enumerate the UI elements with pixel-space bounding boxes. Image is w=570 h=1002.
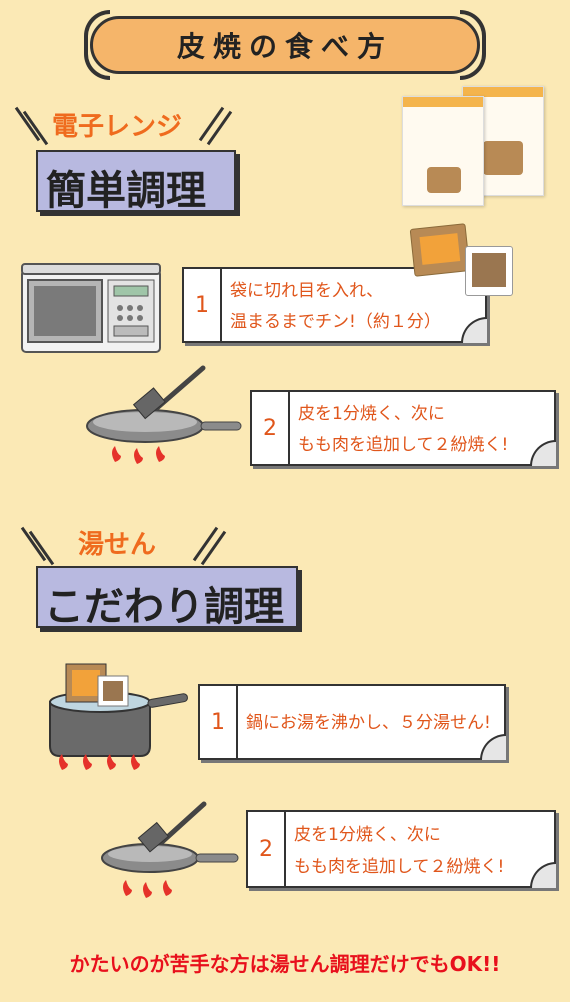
step-text-line1: 皮を1分焼く、次に [294, 825, 441, 845]
step-box: 1 袋に切れ目を入れ、 温まるまでチン!（約１分） [182, 267, 487, 343]
page-curl [461, 317, 487, 343]
step-number: 1 [200, 686, 238, 758]
step-number: 2 [252, 392, 290, 464]
food-pack-icon [409, 223, 471, 277]
page-title-banner: 皮焼の食べ方 [90, 16, 480, 74]
footer-note: かたいのが苦手な方は湯せん調理だけでもOK!! [69, 952, 501, 976]
decorative-slash [28, 530, 55, 566]
decorative-slash [14, 106, 41, 142]
pot-icon [49, 663, 188, 770]
step-text-line1: 皮を1分焼く、次に [298, 404, 445, 424]
page-title: 皮焼の食べ方 [176, 30, 393, 63]
step-text-line2: もも肉を追加して２紛焼く! [298, 435, 509, 455]
decorative-slash [200, 530, 227, 566]
section-subtitle: 電子レンジ [52, 112, 183, 142]
food-pack-icon [465, 246, 513, 296]
spatula-icon [132, 365, 206, 420]
flame-icon [59, 754, 140, 770]
step-number: 1 [184, 269, 222, 341]
section-title: 簡単調理 [46, 168, 206, 214]
food-pack-icon [65, 663, 129, 707]
flame-icon [112, 446, 165, 464]
section-title-box: 簡単調理 [36, 150, 236, 214]
step-number: 2 [248, 812, 286, 886]
spatula-icon [137, 801, 207, 853]
step-text-line1: 袋に切れ目を入れ、 [230, 281, 384, 301]
decorative-slash [20, 526, 47, 562]
section-title: こだわり調理 [44, 584, 284, 630]
page-curl [530, 862, 556, 888]
frying-pan-icon [86, 365, 242, 464]
step-text-line2: 温まるまでチン!（約１分） [230, 312, 441, 332]
microwave-icon [21, 263, 161, 353]
step-text-line1: 鍋にお湯を沸かし、５分湯せん! [246, 713, 491, 733]
step-box: 2 皮を1分焼く、次に もも肉を追加して２紛焼く! [250, 390, 556, 466]
page-curl [530, 440, 556, 466]
product-package-icon [402, 96, 484, 206]
step-box: 2 皮を1分焼く、次に もも肉を追加して２紛焼く! [246, 810, 556, 888]
section-subtitle: 湯せん [78, 530, 157, 560]
step-text-line2: もも肉を追加して２紛焼く! [294, 857, 505, 877]
decorative-slash [22, 110, 49, 146]
decorative-slash [206, 110, 233, 146]
section-title-box: こだわり調理 [36, 566, 298, 630]
step-box: 1 鍋にお湯を沸かし、５分湯せん! [198, 684, 506, 760]
frying-pan-icon [101, 801, 239, 898]
flame-icon [123, 880, 172, 898]
